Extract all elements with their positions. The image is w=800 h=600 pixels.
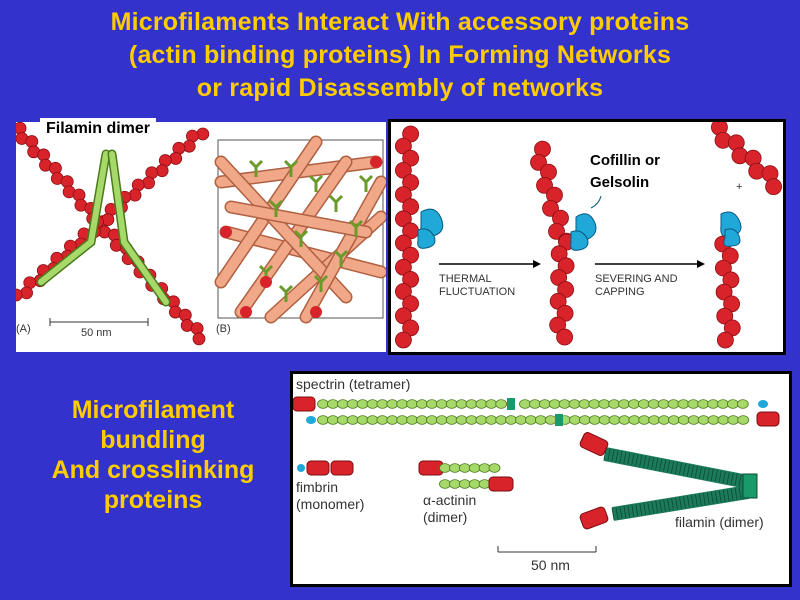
spectrin-label: spectrin (tetramer) <box>296 376 410 392</box>
title-line-3: or rapid Disassembly of networks <box>196 74 604 102</box>
caption-line-4: proteins <box>103 486 203 514</box>
actinin-label-1: α-actinin <box>423 492 476 508</box>
thermal-label-2: FLUCTUATION <box>439 286 515 298</box>
title-line-1: Microfilaments Interact With accessory p… <box>110 8 690 36</box>
scale-label-b: 50 nm <box>531 557 570 573</box>
filamin-network-panel: 50 nm (A) (B) <box>9 121 388 352</box>
label-b: (B) <box>216 323 231 335</box>
slide-title: Microfilaments Interact With accessory p… <box>0 6 800 105</box>
actin-network-b <box>214 135 388 324</box>
crosslinking-panel: spectrin (tetramer) fimbrin (monomer) α-… <box>290 371 792 587</box>
fimbrin-drawing <box>297 460 354 476</box>
title-line-2: (actin binding proteins) In Forming Netw… <box>128 41 672 69</box>
spectrin-drawing <box>292 396 780 427</box>
actinin-label-2: (dimer) <box>423 509 467 525</box>
cofilin-proteins <box>417 208 742 251</box>
fimbrin-label-1: fimbrin <box>296 479 338 495</box>
fimbrin-label-2: (monomer) <box>296 496 364 512</box>
caption-line-3: And crosslinking <box>51 456 255 484</box>
plus-sign: + <box>736 181 742 193</box>
bundling-caption: Microfilament bundling And crosslinking … <box>18 395 288 515</box>
severing-label-2: CAPPING <box>595 286 645 298</box>
thermal-label-1: THERMAL <box>439 273 492 285</box>
severing-actin-filaments <box>394 118 782 349</box>
filamin-dimer-label: Filamin dimer <box>40 118 157 140</box>
cofilin-line-1: Cofillin or <box>590 152 660 169</box>
caption-line-1: Microfilament <box>71 396 235 424</box>
crosslinking-figure: spectrin (tetramer) fimbrin (monomer) α-… <box>292 376 780 573</box>
severing-label-1: SEVERING AND <box>595 273 678 285</box>
filamin-network-figure: 50 nm (A) (B) <box>9 121 388 346</box>
severing-panel: THERMAL FLUCTUATION SEVERING AND CAPPING… <box>388 118 786 355</box>
cofilin-gelsolin-label: Cofillin or Gelsolin <box>590 150 660 194</box>
cofilin-line-2: Gelsolin <box>590 174 650 191</box>
label-a: (A) <box>16 323 31 335</box>
caption-line-2: bundling <box>100 426 206 454</box>
filamin-label: filamin (dimer) <box>675 514 764 530</box>
filamin-drawing <box>579 432 758 530</box>
severing-figure: THERMAL FLUCTUATION SEVERING AND CAPPING… <box>394 118 782 349</box>
actinin-drawing <box>418 460 514 492</box>
arrows <box>439 260 705 268</box>
filamin-dimer-drawing <box>36 149 171 307</box>
scale-label-a: 50 nm <box>81 327 112 339</box>
